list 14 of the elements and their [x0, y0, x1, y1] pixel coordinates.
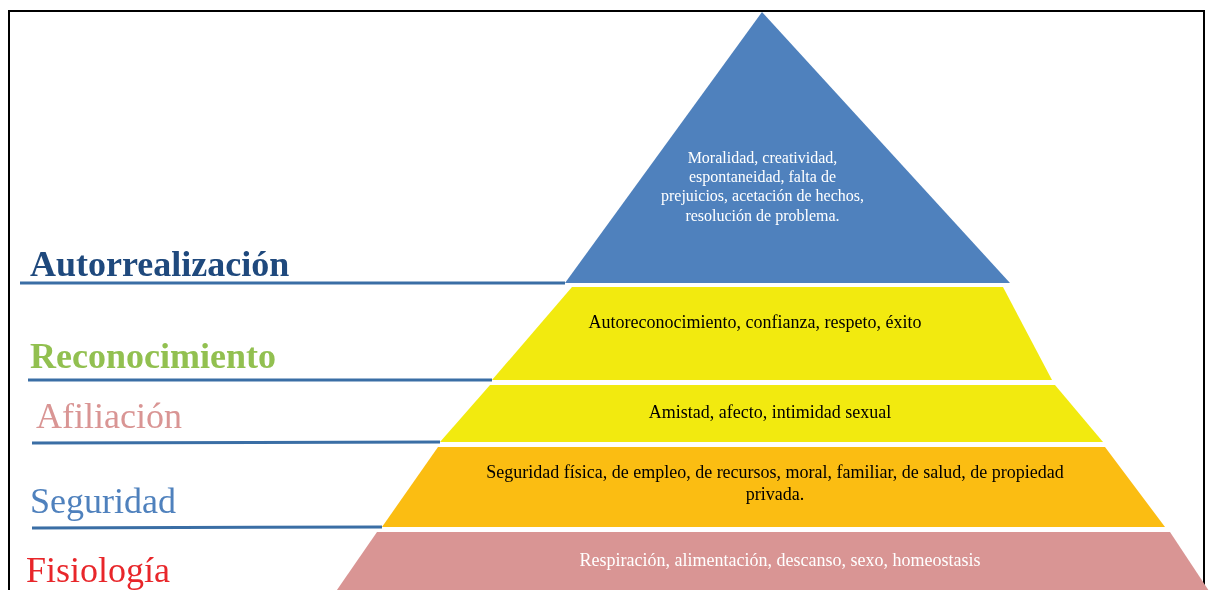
- leader-line: [28, 378, 492, 382]
- leader-line: [20, 281, 565, 285]
- tier-text: Autoreconocimiento, confianza, respeto, éxito: [587, 312, 923, 334]
- level-name: Seguridad: [30, 483, 176, 519]
- level-name: Afiliación: [36, 398, 182, 434]
- tier-text: Respiración, alimentación, descanso, sexo, homeostasis: [578, 550, 982, 572]
- tier-text: Moralidad, creatividad, espontaneidad, falta de prejuicios, acetación de hechos, resolución de problema.: [660, 148, 865, 225]
- tier-text: Seguridad física, de empleo, de recursos, moral, familiar, de salud, de propiedad privada.: [485, 462, 1065, 506]
- leader-line: [32, 525, 382, 530]
- level-name: Autorrealización: [30, 246, 290, 282]
- level-name: Fisiología: [26, 552, 171, 588]
- tier-text: Amistad, afecto, intimidad sexual: [647, 402, 893, 424]
- leader-line: [32, 440, 440, 445]
- level-name: Reconocimiento: [30, 338, 276, 374]
